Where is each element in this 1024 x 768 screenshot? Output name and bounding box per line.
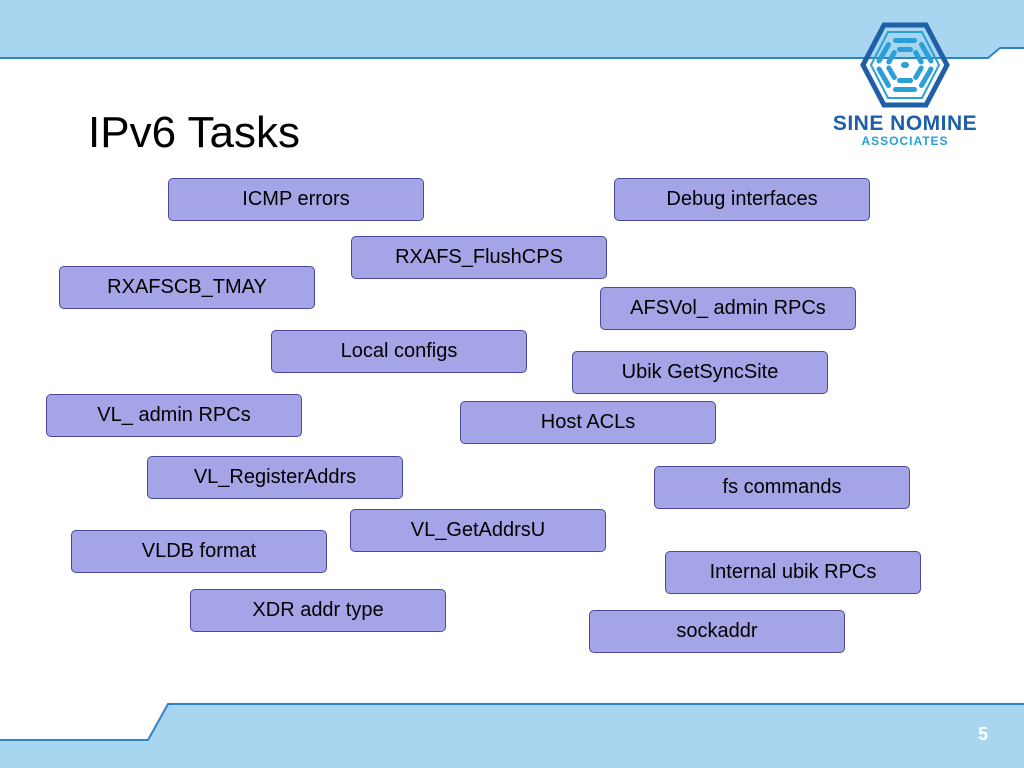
- top-band-line-inner: [0, 52, 1024, 64]
- task-vl-admin-rpcs: VL_ admin RPCs: [46, 394, 302, 437]
- top-band: [0, 0, 1024, 58]
- bottom-band: [0, 704, 1024, 768]
- task-afsvol-admin-rpcs: AFSVol_ admin RPCs: [600, 287, 856, 330]
- bottom-band-line-inner: [0, 697, 1024, 735]
- task-icmp-errors: ICMP errors: [168, 178, 424, 221]
- company-logo: SINE NOMINE ASSOCIATES: [815, 20, 995, 150]
- task-rxafs-flushcps: RXAFS_FlushCPS: [351, 236, 607, 279]
- task-rxafscb-tmay: RXAFSCB_TMAY: [59, 266, 315, 309]
- page-number: 5: [978, 724, 989, 744]
- task-vl-getaddrsu: VL_GetAddrsU: [350, 509, 606, 552]
- task-local-configs: Local configs: [271, 330, 527, 373]
- task-xdr-addr-type: XDR addr type: [190, 589, 446, 632]
- bottom-band-line: [0, 703, 1024, 741]
- logo-subname: ASSOCIATES: [861, 134, 949, 148]
- hexagon-logo-icon: [860, 22, 950, 108]
- task-debug-interfaces: Debug interfaces: [614, 178, 870, 221]
- task-internal-ubik-rpcs: Internal ubik RPCs: [665, 551, 921, 594]
- task-sockaddr: sockaddr: [589, 610, 845, 653]
- task-vldb-format: VLDB format: [71, 530, 327, 573]
- task-vl-registeraddrs: VL_RegisterAddrs: [147, 456, 403, 499]
- task-host-acls: Host ACLs: [460, 401, 716, 444]
- logo-name: SINE NOMINE: [832, 112, 978, 135]
- top-band-line: [0, 47, 1024, 59]
- task-ubik-getsyncsite: Ubik GetSyncSite: [572, 351, 828, 394]
- slide-title: IPv6 Tasks: [88, 108, 300, 157]
- task-fs-commands: fs commands: [654, 466, 910, 509]
